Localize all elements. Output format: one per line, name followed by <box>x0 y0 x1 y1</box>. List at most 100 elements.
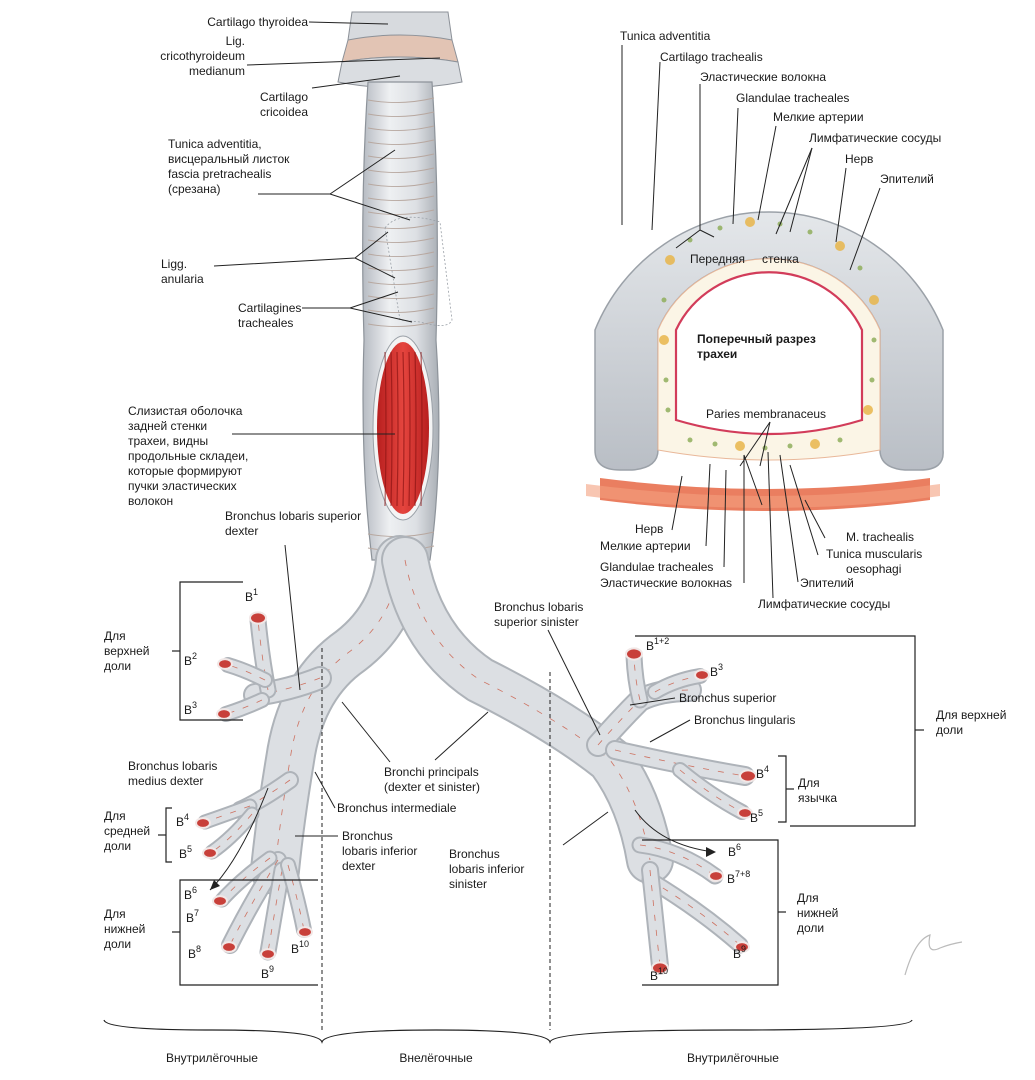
bronchus-opening <box>260 948 276 960</box>
left-main-bronchus <box>383 538 672 882</box>
bronchus-opening <box>217 658 233 670</box>
gland-dot <box>745 217 755 227</box>
gland-dot <box>810 439 820 449</box>
seg-r-b2: B2 <box>184 651 197 668</box>
cs-anterior-wall-1: Передняя <box>690 252 745 266</box>
trachea-ring-line <box>367 153 435 160</box>
label-bli-dexter-2: lobaris inferior <box>342 844 417 858</box>
label-mucosa-1: Слизистая оболочка <box>128 404 243 418</box>
label-tunica-adv-1: Tunica adventitia, <box>168 137 262 151</box>
brackets <box>103 581 924 1044</box>
r-b10-vessels <box>287 864 305 931</box>
label-ligg-anul-1: Ligg. <box>161 257 187 271</box>
epithelium-lining <box>674 271 864 436</box>
cs-title-2: трахеи <box>697 347 737 361</box>
cs-cartilago-trachealis: Cartilago trachealis <box>660 50 763 64</box>
bronchus-opening <box>249 611 267 625</box>
gland-dot <box>659 335 669 345</box>
gland-dot <box>665 255 675 265</box>
l-b3-vessels <box>654 675 701 693</box>
right-main-bronchus <box>252 537 423 893</box>
l-b12 <box>627 649 647 707</box>
trachea-ring-line <box>367 195 435 202</box>
label-bls-sinister-2: superior sinister <box>494 615 579 629</box>
seg-r-b9: B9 <box>261 964 274 981</box>
bronchus-opening <box>212 895 228 907</box>
seg-l-b10: B10 <box>650 966 668 983</box>
trachea-ring-line <box>367 279 435 286</box>
right-main-bronchus-vessels <box>274 559 401 871</box>
cs-small-arteries-bottom: Мелкие артерии <box>600 539 691 553</box>
gland-dot <box>663 377 669 383</box>
mucosa-fold <box>396 351 399 507</box>
gland-dot <box>869 377 875 383</box>
label-bls-sinister-1: Bronchus lobaris <box>494 600 583 614</box>
seg-l-b6: B6 <box>728 842 741 859</box>
trachea-ring-line <box>367 265 435 272</box>
label-lingula-2: язычка <box>798 791 837 805</box>
cs-elastic-fibers-bottom: Эластические волокнаs <box>600 576 732 590</box>
bronchus-opening <box>739 769 757 783</box>
trachea-ring-line <box>367 167 435 174</box>
segment-labels: B1 B2 B3 B4 B5 B6 B7 B8 B9 B10 B1+2 B3 B… <box>176 587 769 983</box>
leader-lines <box>209 21 881 891</box>
seg-r-b4: B4 <box>176 812 189 829</box>
label-mucosa-3: трахеи, видны <box>128 434 208 448</box>
trachea-ring-line <box>367 181 435 188</box>
label-lingula-1: Для <box>798 776 820 790</box>
label-bronchi-principals-2: (dexter et sinister) <box>384 780 480 794</box>
gland-dot <box>665 407 671 413</box>
gland-dot <box>857 265 863 271</box>
gland-dot <box>835 241 845 251</box>
label-mucosa-7: волокон <box>128 494 173 508</box>
gland-dot <box>661 297 667 303</box>
cs-elastic-fibers-top: Эластические волокна <box>700 70 826 84</box>
mucosa-fold <box>420 351 423 507</box>
bronchus-opening <box>221 941 237 953</box>
bronchus-opening <box>708 870 724 882</box>
r-b9 <box>261 863 289 959</box>
zone-labels: Внутрилёгочные Внелёгочные Внутрилёгочны… <box>166 1051 779 1065</box>
label-tunica-adv-3: fascia pretrachealis <box>168 167 271 181</box>
gland-dot <box>787 443 793 449</box>
label-bls-dexter-1: Bronchus lobaris superior <box>225 509 361 523</box>
gland-dot <box>735 441 745 451</box>
seg-l-b12: B1+2 <box>646 636 669 653</box>
l-b5 <box>674 764 748 818</box>
artist-signature <box>904 934 963 976</box>
label-cartilago-thyroidea: Cartilago thyroidea <box>207 15 308 29</box>
cs-glandulae-top: Glandulae tracheales <box>736 91 849 105</box>
label-bronchi-principals-1: Bronchi principals <box>384 765 479 779</box>
label-middle-lobe-3: доли <box>104 839 131 853</box>
cs-tunica-musc-2: oesophagi <box>846 562 901 576</box>
cs-lymph-bottom: Лимфатические сосуды <box>758 597 890 611</box>
seg-r-b5: B5 <box>179 844 192 861</box>
label-mucosa-5: которые формируют <box>128 464 243 478</box>
l-b10-vessels <box>649 869 661 967</box>
cross-section-glands <box>659 217 879 451</box>
label-bli-sinister-2: lobaris inferior <box>449 862 524 876</box>
label-middle-lobe-2: средней <box>104 824 150 838</box>
bronchus-opening <box>737 807 753 819</box>
cs-nerve-bottom: Нерв <box>635 522 663 536</box>
gland-dot <box>871 337 877 343</box>
l-b78 <box>633 838 722 883</box>
bronchial-tree <box>195 535 757 975</box>
seg-r-b10: B10 <box>291 939 309 956</box>
r-b2-vessels <box>227 664 266 681</box>
cs-nerve-top: Нерв <box>845 152 873 166</box>
trachea-ring-line <box>367 251 435 258</box>
bronchus-opening <box>202 847 218 859</box>
seg-r-b1: B1 <box>245 587 258 604</box>
label-bronchus-lingularis: Bronchus lingularis <box>694 713 795 727</box>
trachea-rings <box>367 97 435 552</box>
cs-small-arteries-top: Мелкие артерии <box>773 110 864 124</box>
seg-l-b9: B9 <box>733 944 746 961</box>
label-lig-crico-2: cricothyroideum <box>160 49 245 63</box>
label-bli-dexter-1: Bronchus <box>342 829 393 843</box>
l-b12-vessels <box>633 655 641 701</box>
label-lower-lobe-l-2: нижней <box>797 906 838 920</box>
label-bls-dexter-2: dexter <box>225 524 258 538</box>
trachea-ring-line <box>367 223 435 230</box>
